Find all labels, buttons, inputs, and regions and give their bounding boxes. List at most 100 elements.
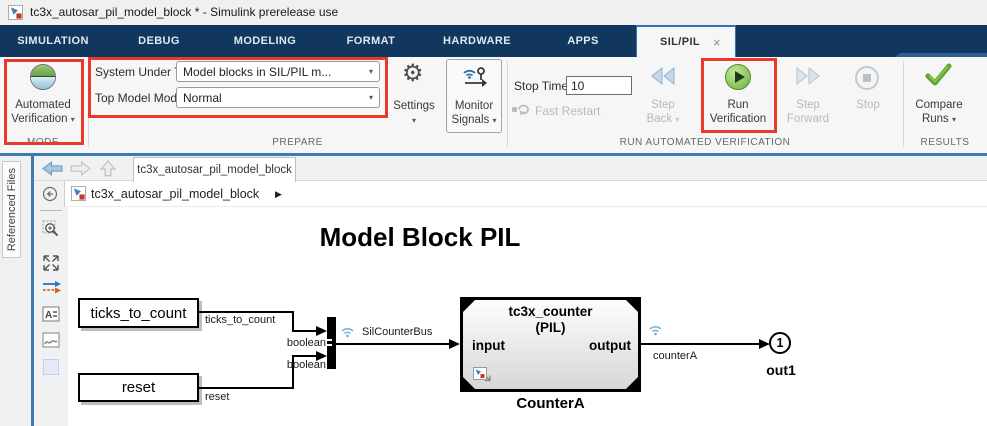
simulink-model-icon: [8, 5, 23, 20]
hide-browser-icon[interactable]: [42, 186, 58, 202]
tab-sil-pil-active[interactable]: SIL/PIL ×: [636, 25, 736, 57]
wire-arrow: [759, 339, 770, 349]
window-title: tc3x_autosar_pil_model_block * - Simulin…: [30, 5, 339, 19]
browser-toggle-area: [34, 181, 64, 207]
model-annotation-title[interactable]: Model Block PIL: [319, 222, 521, 252]
palette-separator: [40, 210, 62, 211]
outport-name[interactable]: out1: [766, 362, 796, 378]
signal-label-ticks[interactable]: ticks_to_count: [205, 314, 276, 326]
block-ticks-to-count[interactable]: ticks_to_count: [78, 298, 199, 328]
signal-label-bus[interactable]: SilCounterBus: [362, 326, 433, 338]
breadcrumb-arrow-icon[interactable]: ▶: [275, 189, 282, 199]
prepare-group-caption: PREPARE: [272, 137, 323, 148]
tab-debug[interactable]: DEBUG: [138, 35, 180, 47]
document-tab[interactable]: tc3x_autosar_pil_model_block: [133, 157, 296, 182]
annotation-icon[interactable]: A: [42, 306, 60, 322]
breadcrumb-model[interactable]: tc3x_autosar_pil_model_block: [91, 187, 260, 201]
tab-modeling[interactable]: MODELING: [233, 35, 297, 47]
system-under-test-label: System Under Test: [95, 65, 197, 79]
counter-output-port[interactable]: output: [589, 338, 631, 353]
title-bar: tc3x_autosar_pil_model_block * - Simulin…: [0, 0, 987, 25]
step-forward-button[interactable]: Step Forward: [786, 99, 830, 125]
simulink-model-icon: [71, 186, 86, 201]
tab-format[interactable]: FORMAT: [346, 35, 396, 47]
counter-input-port[interactable]: input: [472, 338, 505, 353]
mode-group-caption: MODE: [27, 137, 59, 148]
counter-block-name[interactable]: CounterA: [516, 395, 585, 412]
wire-arrow: [316, 326, 327, 336]
chevron-down-icon: ▾: [675, 115, 680, 124]
automated-verification-button[interactable]: Automated Verification ▾: [11, 99, 75, 125]
block-reset[interactable]: reset: [78, 373, 199, 402]
wire: [292, 356, 294, 389]
tab-simulation[interactable]: SIMULATION: [17, 35, 89, 47]
wire: [641, 343, 762, 345]
run-icon: [725, 64, 751, 90]
signal-label-boolean1[interactable]: boolean: [286, 337, 326, 349]
wire-arrow: [316, 351, 327, 361]
svg-text:A: A: [45, 310, 52, 321]
compare-runs-button[interactable]: Compare Runs ▾: [915, 99, 963, 125]
breadcrumb: tc3x_autosar_pil_model_block ▶: [64, 181, 987, 207]
signal-lines-icon[interactable]: [42, 280, 62, 294]
stop-time-input[interactable]: [566, 76, 632, 95]
wire: [199, 387, 294, 389]
block-counter-pil[interactable]: tc3x_counter (PIL) input output: [460, 297, 641, 392]
signal-logging-badge-icon[interactable]: [340, 324, 357, 339]
left-panel-strip: Referenced Files: [0, 156, 31, 426]
tab-hardware[interactable]: HARDWARE: [443, 35, 511, 47]
forward-icon[interactable]: [70, 161, 91, 176]
wire: [292, 311, 294, 332]
monitor-signals-button[interactable]: Monitor Signals ▾: [446, 59, 502, 133]
model-reference-badge-icon[interactable]: [473, 367, 491, 382]
fit-to-view-icon[interactable]: [42, 254, 60, 272]
counter-name-line1: tc3x_counter: [508, 304, 593, 319]
toolstrip-tab-bar: SIMULATION DEBUG MODELING FORMAT HARDWAR…: [0, 25, 987, 79]
area-swatch-icon[interactable]: [43, 359, 59, 375]
signal-label-counterA[interactable]: counterA: [653, 350, 698, 362]
monitor-signals-icon: [463, 67, 487, 87]
counter-name-line2: (PIL): [535, 320, 566, 335]
image-icon[interactable]: [42, 332, 60, 348]
wire: [292, 330, 318, 332]
step-back-button[interactable]: Step Back ▾: [646, 99, 680, 125]
gear-icon: ⚙: [402, 60, 424, 87]
wire-arrow: [449, 339, 460, 349]
block-outport[interactable]: 1: [769, 332, 791, 354]
chevron-down-icon: ▾: [368, 93, 373, 102]
editor-accent-line: [31, 156, 34, 426]
close-tab-icon[interactable]: ×: [713, 34, 721, 50]
chevron-down-icon: ▾: [492, 116, 497, 125]
stop-button[interactable]: Stop: [856, 99, 880, 111]
step-forward-icon: [796, 66, 820, 86]
signal-logging-badge-icon[interactable]: [648, 322, 665, 337]
group-separator: [903, 61, 904, 147]
zoom-in-icon[interactable]: [42, 220, 60, 238]
wire: [292, 355, 318, 357]
group-separator: [507, 61, 508, 147]
block-bus-creator[interactable]: [327, 317, 336, 369]
referenced-files-tab[interactable]: Referenced Files: [2, 161, 21, 258]
group-separator: [88, 61, 89, 147]
run-verification-button[interactable]: Run Verification: [709, 99, 767, 125]
chevron-down-icon: ▾: [70, 115, 75, 124]
signal-label-reset[interactable]: reset: [205, 391, 230, 403]
back-icon[interactable]: [42, 161, 63, 176]
toolstrip-ribbon: Automated Verification ▾ MODE System Und…: [0, 57, 987, 153]
chevron-down-icon: ▾: [952, 115, 957, 124]
wire: [199, 311, 294, 313]
system-under-test-dropdown[interactable]: Model blocks in SIL/PIL m... ▾: [176, 61, 380, 82]
settings-button[interactable]: Settings ▾: [393, 100, 435, 125]
step-back-icon: [651, 66, 675, 86]
signal-label-boolean2[interactable]: boolean: [286, 359, 326, 371]
fast-restart-button[interactable]: Fast Restart: [535, 104, 601, 118]
chevron-down-icon: ▾: [411, 116, 416, 125]
tab-apps[interactable]: APPS: [567, 35, 599, 47]
up-icon[interactable]: [100, 160, 116, 177]
top-model-mode-dropdown[interactable]: Normal ▾: [176, 87, 380, 108]
compare-runs-check-icon: [925, 63, 952, 86]
ribbon-accent-line: [0, 153, 987, 156]
stop-time-label: Stop Time: [514, 79, 569, 93]
wire: [336, 343, 452, 345]
